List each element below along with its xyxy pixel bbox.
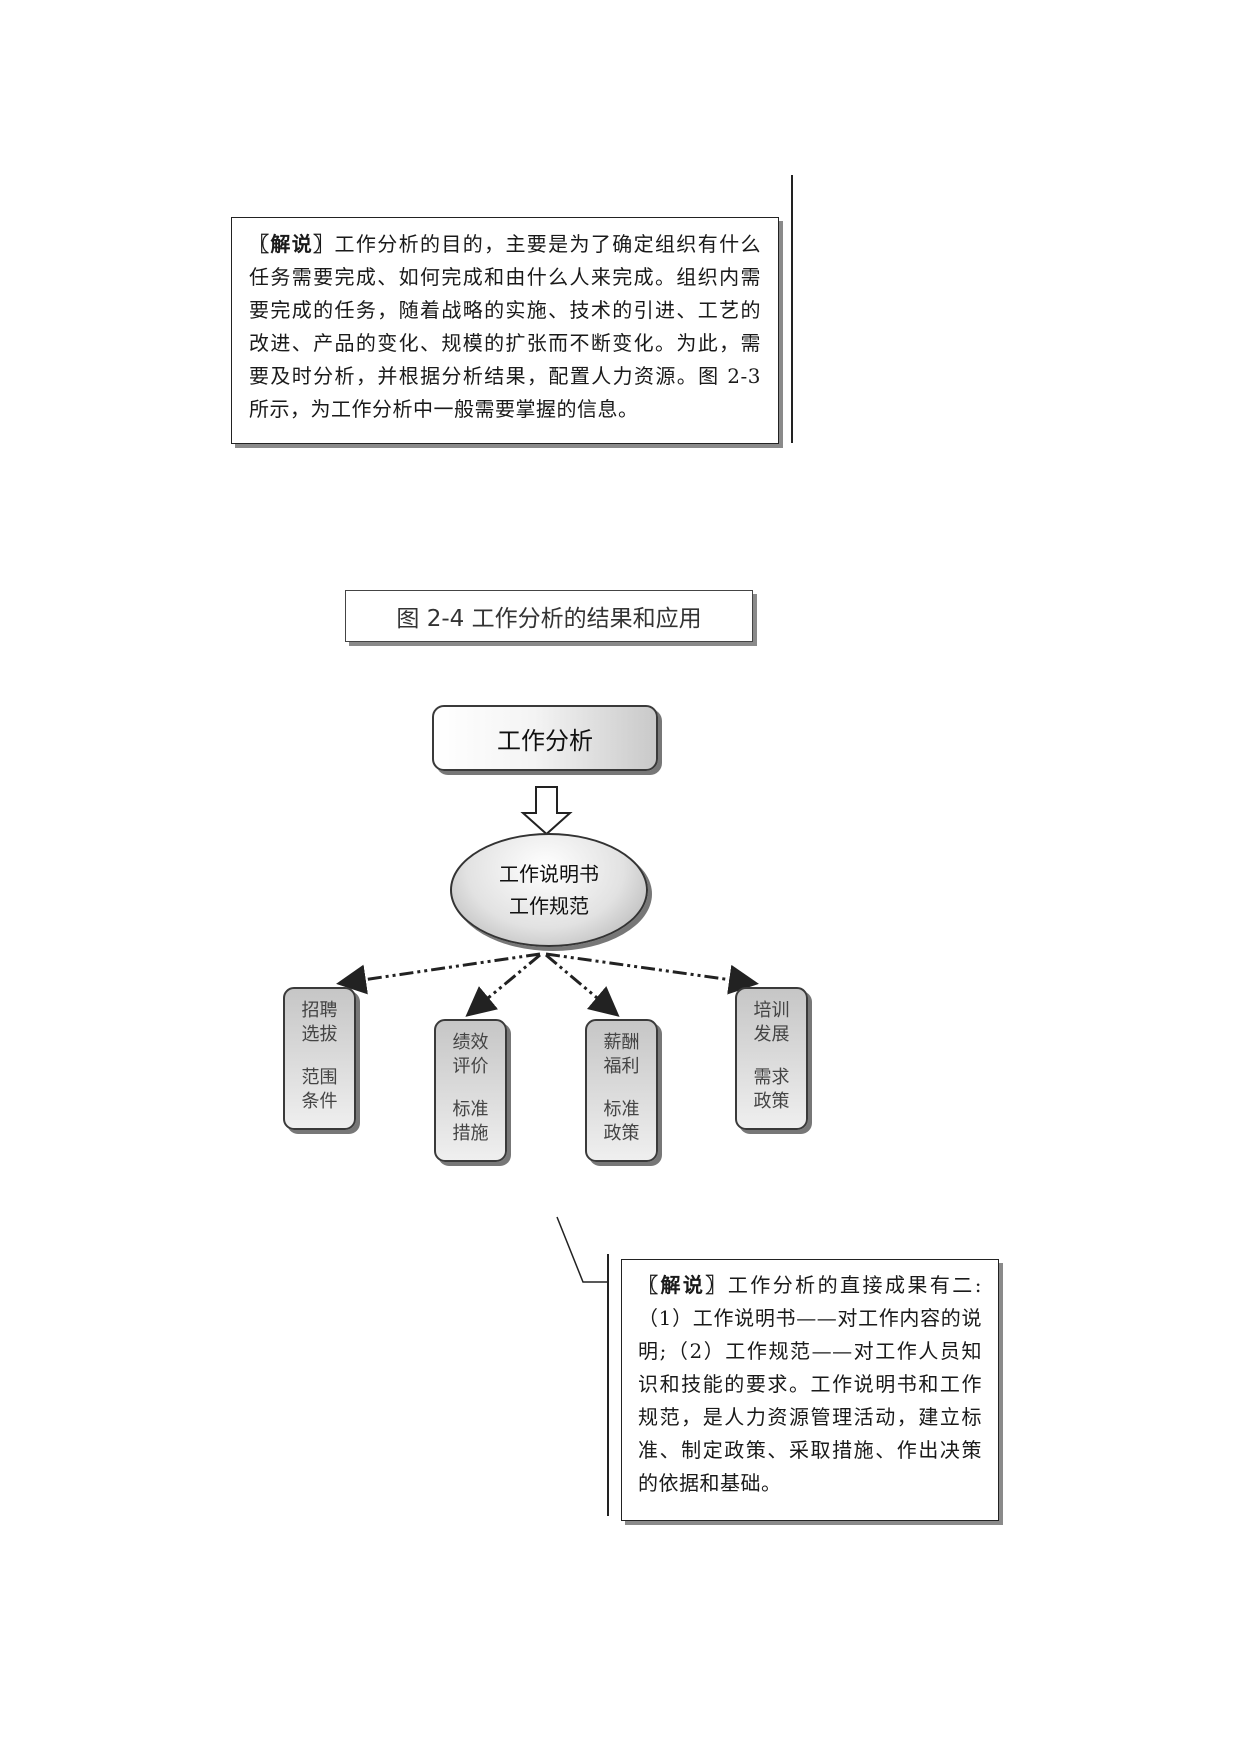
leaf-sub-line1: 需求 — [753, 1067, 790, 1088]
job-specification-label: 工作规范 — [509, 894, 589, 918]
margin-rule-bottom — [607, 1254, 609, 1516]
note-text: 工作分析的直接成果有二:（1）工作说明书——对工作内容的说明;（2）工作规范——… — [638, 1273, 983, 1495]
leaf-sub-line2: 措施 — [452, 1123, 489, 1144]
leaf-training: 培训 发展 需求 政策 — [735, 987, 808, 1130]
leaf-title-line2: 发展 — [753, 1024, 790, 1045]
leaf-compensation: 薪酬 福利 标准 政策 — [585, 1019, 658, 1162]
connector-recruit — [336, 952, 541, 995]
job-description-ellipse: 工作说明书 工作规范 — [450, 833, 648, 947]
leaf-sub-line2: 政策 — [603, 1123, 640, 1144]
leaf-title-line1: 绩效 — [452, 1032, 489, 1053]
job-analysis-box: 工作分析 — [432, 705, 658, 771]
leaf-sub-line2: 条件 — [301, 1091, 338, 1112]
connector-training — [545, 952, 759, 995]
margin-rule-top — [791, 175, 793, 443]
job-analysis-label: 工作分析 — [497, 726, 593, 755]
explanation-note-purpose: 〖解说〗工作分析的目的，主要是为了确定组织有什么任务需要完成、如何完成和由什么人… — [231, 217, 779, 444]
figure-caption: 图 2-4 工作分析的结果和应用 — [345, 590, 753, 642]
leaf-sub-line1: 标准 — [603, 1099, 640, 1120]
leaf-sub-line1: 标准 — [452, 1099, 489, 1120]
leaf-title-line1: 招聘 — [301, 1000, 338, 1021]
leaf-recruitment: 招聘 选拔 范围 条件 — [283, 987, 356, 1130]
job-description-label: 工作说明书 — [499, 862, 599, 886]
down-arrow-icon — [520, 786, 573, 836]
leaf-title-line1: 培训 — [753, 1000, 790, 1021]
explanation-note-results: 〖解说〗工作分析的直接成果有二:（1）工作说明书——对工作内容的说明;（2）工作… — [621, 1259, 999, 1521]
leaf-sub-line2: 政策 — [753, 1091, 790, 1112]
connector-compensation — [545, 953, 620, 1017]
leaf-title-line2: 福利 — [603, 1056, 640, 1077]
callout-leader-line — [556, 1216, 607, 1283]
note-tag: 〖解说〗 — [638, 1273, 728, 1297]
note-tag: 〖解说〗 — [249, 232, 335, 256]
note-text: 工作分析的目的，主要是为了确定组织有什么任务需要完成、如何完成和由什么人来完成。… — [249, 232, 762, 421]
connector-performance — [465, 953, 541, 1017]
leaf-title-line2: 评价 — [452, 1056, 489, 1077]
leaf-title-line2: 选拔 — [301, 1024, 338, 1045]
leaf-title-line1: 薪酬 — [603, 1032, 640, 1053]
leaf-performance: 绩效 评价 标准 措施 — [434, 1019, 507, 1162]
leaf-sub-line1: 范围 — [301, 1067, 338, 1088]
